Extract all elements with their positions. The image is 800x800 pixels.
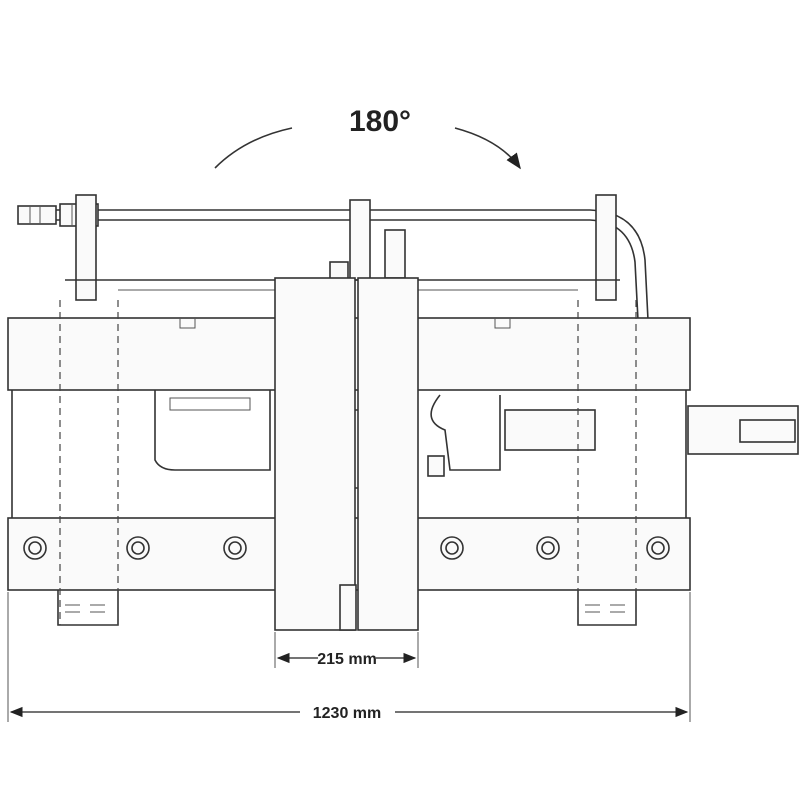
dimension-inner-label: 215 mm [317,651,377,668]
rotation-arc-left [214,127,293,169]
center-plate-left [274,277,356,631]
dimension-overall-label: 1230 mm [313,705,382,722]
center-plate-right [357,277,419,631]
forks [57,590,637,626]
rotation-arc-right [454,127,521,170]
bolts [23,536,670,560]
rotation-label: 180° [349,105,411,138]
